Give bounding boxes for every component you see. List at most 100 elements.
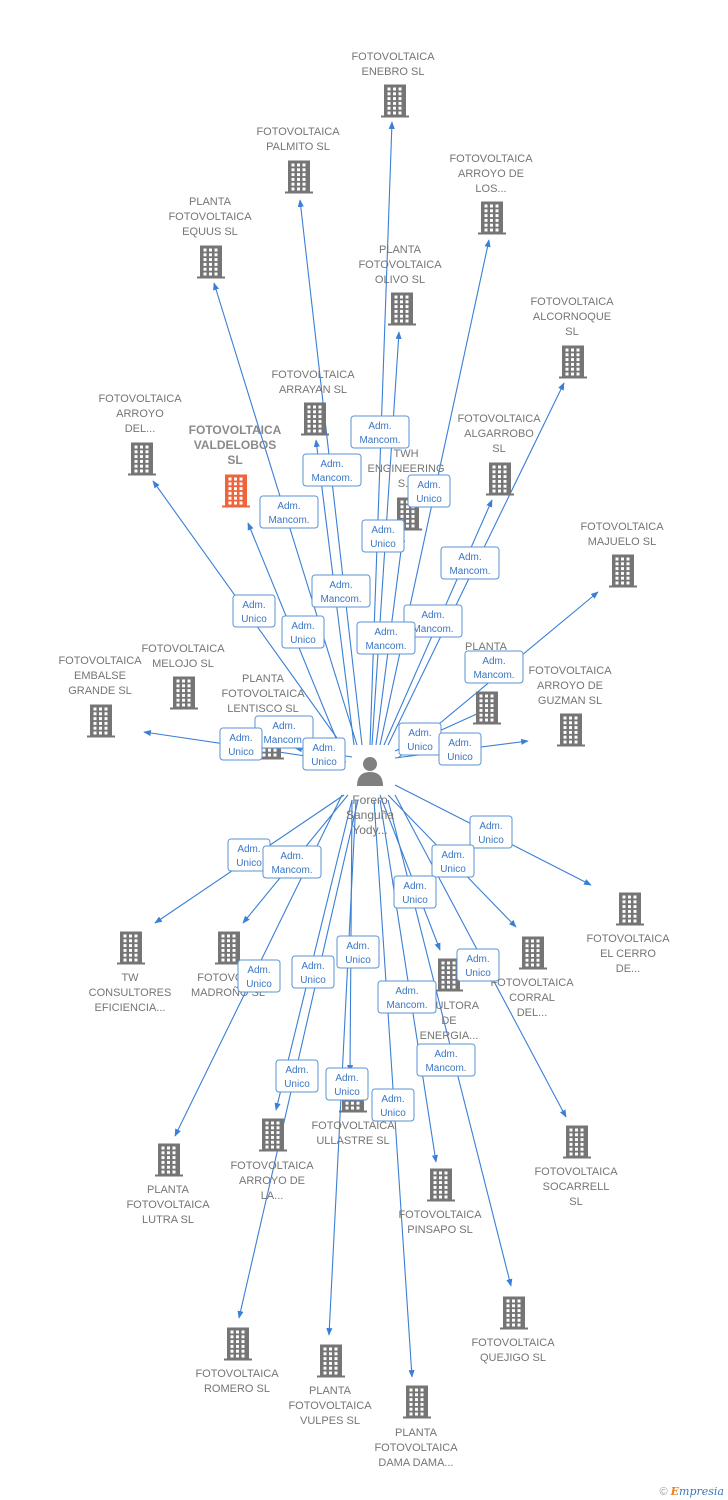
role-badge-adm-mancom[interactable]: Adm.Mancom. bbox=[302, 453, 362, 487]
company-label-line: LA... bbox=[261, 1190, 284, 1202]
role-badge-text: Unico bbox=[334, 1087, 360, 1098]
role-badge-adm-unico[interactable]: Adm.Unico bbox=[398, 722, 442, 756]
building-icon bbox=[222, 474, 250, 508]
role-badge-adm-unico[interactable]: Adm.Unico bbox=[407, 474, 451, 508]
company-label-line: LENTISCO SL bbox=[227, 703, 299, 715]
role-badge-adm-unico[interactable]: Adm.Unico bbox=[456, 948, 500, 982]
role-badge-adm-mancom[interactable]: Adm.Mancom. bbox=[403, 604, 463, 638]
role-badge-adm-unico[interactable]: Adm.Unico bbox=[393, 875, 437, 909]
role-badge-adm-mancom[interactable]: Adm.Mancom. bbox=[356, 621, 416, 655]
company-label-line: ENEBRO SL bbox=[362, 66, 425, 78]
role-badge-adm-mancom[interactable]: Adm.Mancom. bbox=[440, 546, 500, 580]
person-icon bbox=[357, 757, 383, 786]
company-label-line: ENERGIA... bbox=[420, 1030, 479, 1042]
edges-layer bbox=[143, 121, 599, 1378]
company-node-consultora[interactable]: ...SULTORADEENERGIA... bbox=[419, 958, 480, 1043]
company-label-line: ARROYO DE bbox=[537, 680, 603, 692]
company-node-corral[interactable]: FOTOVOLTAICACORRALDEL... bbox=[490, 936, 574, 1020]
role-badge-text: Mancom. bbox=[473, 670, 514, 681]
role-badge-adm-unico[interactable]: Adm.Unico bbox=[227, 838, 271, 872]
building-icon bbox=[215, 931, 243, 965]
role-badge-text: Unico bbox=[370, 539, 396, 550]
role-badge-adm-mancom[interactable]: Adm.Mancom. bbox=[464, 650, 524, 684]
role-badge-adm-unico[interactable]: Adm.Unico bbox=[336, 935, 380, 969]
building-icon bbox=[128, 442, 156, 476]
building-icon bbox=[403, 1385, 431, 1419]
role-badge-text: Adm. bbox=[312, 743, 335, 754]
role-badge-text: Unico bbox=[440, 864, 466, 875]
role-badge-text: Adm. bbox=[277, 501, 300, 512]
role-badge-adm-unico[interactable]: Adm.Unico bbox=[237, 959, 281, 993]
empresia-brand[interactable]: © Empresia bbox=[659, 1485, 724, 1498]
company-label-line: DE bbox=[441, 1015, 456, 1027]
company-label-line: CORRAL bbox=[509, 992, 555, 1004]
role-badge-adm-mancom[interactable]: Adm.Mancom. bbox=[416, 1043, 476, 1077]
role-badge-adm-unico[interactable]: Adm.Unico bbox=[281, 615, 325, 649]
company-label-line: PLANTA bbox=[309, 1385, 352, 1397]
role-badge-adm-mancom[interactable]: Adm.Mancom. bbox=[311, 574, 371, 608]
role-badge-adm-mancom[interactable]: Adm.Mancom. bbox=[259, 495, 319, 529]
role-badge-text: Adm. bbox=[301, 961, 324, 972]
role-badge-adm-mancom[interactable]: Adm.Mancom. bbox=[262, 845, 322, 879]
company-label-line: ENGINEERING bbox=[367, 463, 444, 475]
company-label-line: FOTOVOLTAICA bbox=[586, 933, 670, 945]
company-node-arroyo-del[interactable]: FOTOVOLTAICAARROYODEL... bbox=[98, 393, 182, 476]
role-badge-adm-unico[interactable]: Adm.Unico bbox=[219, 727, 263, 761]
role-badge-adm-unico[interactable]: Adm.Unico bbox=[275, 1059, 319, 1093]
role-badge-text: Adm. bbox=[285, 1065, 308, 1076]
role-badge-text: Mancom. bbox=[271, 865, 312, 876]
role-badge-text: Unico bbox=[300, 975, 326, 986]
role-badge-adm-unico[interactable]: Adm.Unico bbox=[361, 519, 405, 553]
company-label-line: FOTOVOLTAICA bbox=[168, 211, 252, 223]
company-label-line: FOTOVOLTAICA bbox=[98, 393, 182, 405]
role-badge-adm-unico[interactable]: Adm.Unico bbox=[371, 1088, 415, 1122]
role-badge-adm-unico[interactable]: Adm.Unico bbox=[232, 594, 276, 628]
role-badge-adm-unico[interactable]: Adm.Unico bbox=[302, 737, 346, 771]
company-label-line: PLANTA bbox=[189, 196, 232, 208]
company-label-line: FOTOVOLTAICA bbox=[457, 413, 541, 425]
building-icon bbox=[87, 704, 115, 738]
role-badge-adm-unico[interactable]: Adm. Unico bbox=[431, 844, 475, 878]
company-label-line: FOTOVOLTAICA bbox=[351, 51, 435, 63]
company-node-tw-consultores[interactable]: TWCONSULTORESEFICIENCIA... bbox=[89, 931, 172, 1015]
company-node-enebro[interactable]: FOTOVOLTAICA ENEBRO SL bbox=[351, 51, 435, 118]
role-badge-adm-mancom[interactable]: Adm.Mancom. bbox=[350, 415, 410, 449]
role-badge-text: Adm. bbox=[320, 459, 343, 470]
company-label-line: FOTOVOLTAICA bbox=[471, 1337, 555, 1349]
role-badge-text: Adm. bbox=[479, 821, 502, 832]
company-label-line: SOCARRELL bbox=[543, 1181, 610, 1193]
person-node[interactable]: ForeroSanguñaYody... bbox=[346, 757, 394, 837]
role-badge-text: Unico bbox=[407, 742, 433, 753]
role-badge-adm-unico[interactable]: Adm.Unico bbox=[325, 1067, 369, 1101]
role-badge-adm-unico[interactable]: Adm.Unico bbox=[469, 815, 513, 849]
role-badge-text: Adm. bbox=[272, 721, 295, 732]
role-badge-adm-mancom[interactable]: Adm.Mancom. bbox=[377, 980, 437, 1014]
role-badge-adm-unico[interactable]: Adm. Unico bbox=[291, 955, 335, 989]
role-badge-text: Adm. bbox=[441, 850, 464, 861]
company-label-line: SL bbox=[492, 443, 505, 455]
company-label-line: SL bbox=[569, 1196, 582, 1208]
role-badge-adm-unico[interactable]: Adm.Unico bbox=[438, 732, 482, 766]
